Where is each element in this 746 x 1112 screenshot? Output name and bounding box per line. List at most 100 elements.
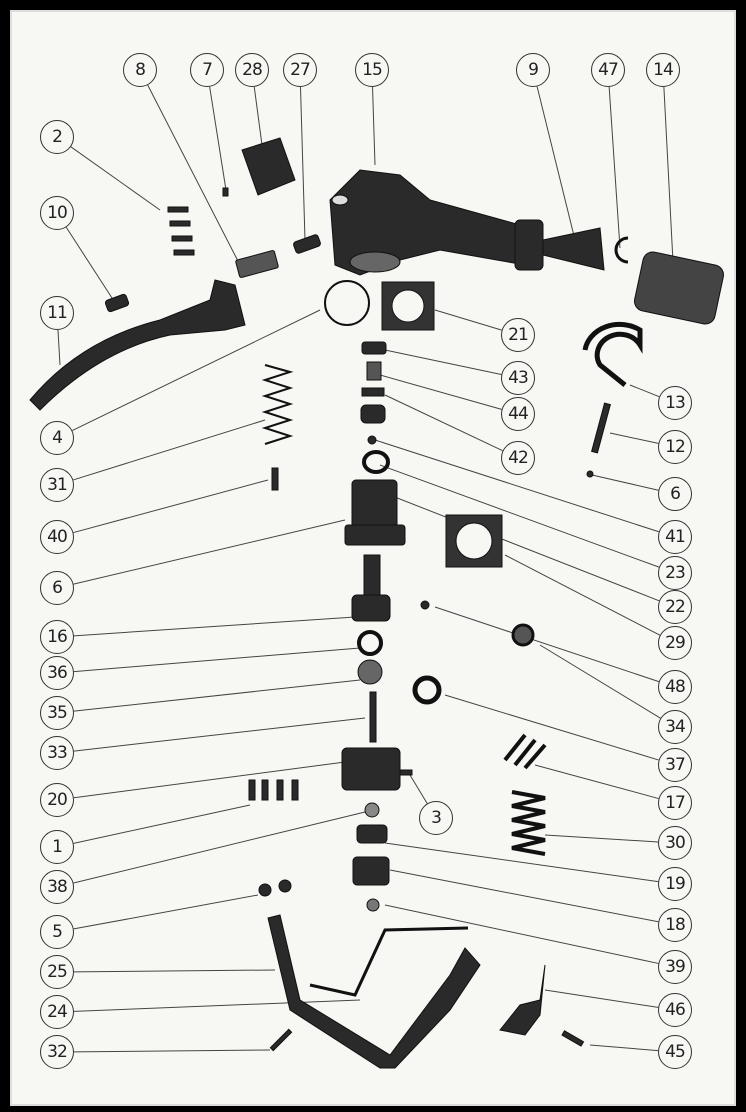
leader-line xyxy=(372,86,376,166)
part-screws-5 xyxy=(258,879,292,897)
leader-line xyxy=(591,474,659,491)
leader-line xyxy=(444,694,659,761)
part-19 xyxy=(356,824,388,844)
callout-38: 38 xyxy=(40,870,74,904)
callout-25: 25 xyxy=(40,955,74,989)
part-pin-7 xyxy=(222,187,229,197)
part-ring-4 xyxy=(324,280,370,326)
leader-line xyxy=(409,774,428,804)
leader-line xyxy=(72,309,321,432)
leader-line xyxy=(73,479,269,534)
leader-line xyxy=(629,384,660,398)
part-spring-31 xyxy=(261,364,294,445)
callout-37: 37 xyxy=(658,748,692,782)
leader-line xyxy=(608,86,621,249)
leader-line xyxy=(73,761,346,799)
leader-line xyxy=(73,811,366,884)
leader-line xyxy=(609,432,659,444)
part-sleeve xyxy=(634,251,724,325)
leader-line xyxy=(379,464,660,568)
callout-35: 35 xyxy=(40,696,74,730)
part-16 xyxy=(363,554,381,596)
callout-8: 8 xyxy=(123,53,157,87)
leader-line xyxy=(73,679,361,712)
leader-line xyxy=(663,86,674,263)
part-35 xyxy=(357,659,383,685)
leader-line xyxy=(147,84,241,266)
leader-line xyxy=(384,904,659,964)
part-lever-46 xyxy=(499,964,546,1036)
callout-34: 34 xyxy=(658,710,692,744)
leader-line xyxy=(539,644,661,719)
part-gasket-28 xyxy=(241,137,296,196)
callout-5: 5 xyxy=(40,915,74,949)
leader-line xyxy=(73,616,356,637)
part-33 xyxy=(369,691,377,743)
leader-line xyxy=(504,554,661,636)
callout-18: 18 xyxy=(658,908,692,942)
part-circlip xyxy=(614,236,629,264)
part-10 xyxy=(104,293,130,313)
leader-line xyxy=(73,969,276,973)
leader-line xyxy=(589,1044,659,1052)
leader-line xyxy=(73,894,259,930)
callout-31: 31 xyxy=(40,468,74,502)
part-springs-17 xyxy=(503,733,547,770)
callout-36: 36 xyxy=(40,656,74,690)
callout-2: 2 xyxy=(40,120,74,154)
callout-22: 22 xyxy=(658,590,692,624)
leader-line xyxy=(389,869,659,923)
part-bolt-12 xyxy=(591,402,611,454)
callout-41: 41 xyxy=(658,520,692,554)
part-spring-40 xyxy=(271,467,279,491)
part-cone xyxy=(542,227,605,271)
callout-48: 48 xyxy=(658,670,692,704)
callout-39: 39 xyxy=(658,950,692,984)
leader-line xyxy=(434,606,660,683)
callout-19: 19 xyxy=(658,867,692,901)
leader-lines xyxy=(57,84,674,1053)
part-spring-30 xyxy=(511,790,546,856)
part-36 xyxy=(357,630,383,656)
callout-9: 9 xyxy=(516,53,550,87)
part-34 xyxy=(511,623,535,647)
part-washer-23 xyxy=(362,450,390,474)
callout-42: 42 xyxy=(501,441,535,475)
part-38 xyxy=(364,802,380,818)
leader-line xyxy=(253,86,263,146)
callout-11: 11 xyxy=(40,296,74,330)
part-43 xyxy=(361,341,387,355)
part-pedal-25 xyxy=(267,914,481,1069)
part-18 xyxy=(352,856,390,886)
leader-line xyxy=(73,999,361,1012)
callout-47: 47 xyxy=(591,53,625,87)
part-nut-6 xyxy=(586,470,594,478)
leader-line xyxy=(374,439,659,533)
leader-line xyxy=(384,842,659,883)
callout-10: 10 xyxy=(40,196,74,230)
leader-line xyxy=(384,349,502,375)
part-clamp xyxy=(582,321,643,387)
leader-line xyxy=(300,86,306,241)
part-pin-32 xyxy=(269,1028,293,1052)
callout-44: 44 xyxy=(501,397,535,431)
part-cable-11 xyxy=(29,279,246,411)
callout-4: 4 xyxy=(40,421,74,455)
callout-16: 16 xyxy=(40,620,74,654)
parts xyxy=(29,137,724,1069)
callout-13: 13 xyxy=(658,386,692,420)
callout-7: 7 xyxy=(190,53,224,87)
part-8 xyxy=(235,250,279,278)
leader-line xyxy=(381,491,660,602)
leader-line xyxy=(57,329,61,366)
part-rod-24 xyxy=(309,926,469,997)
leader-line xyxy=(379,374,502,410)
callout-20: 20 xyxy=(40,783,74,817)
callout-46: 46 xyxy=(658,993,692,1027)
leader-line xyxy=(73,419,266,481)
leader-line xyxy=(209,86,227,191)
callout-30: 30 xyxy=(658,826,692,860)
part-48 xyxy=(420,600,430,610)
